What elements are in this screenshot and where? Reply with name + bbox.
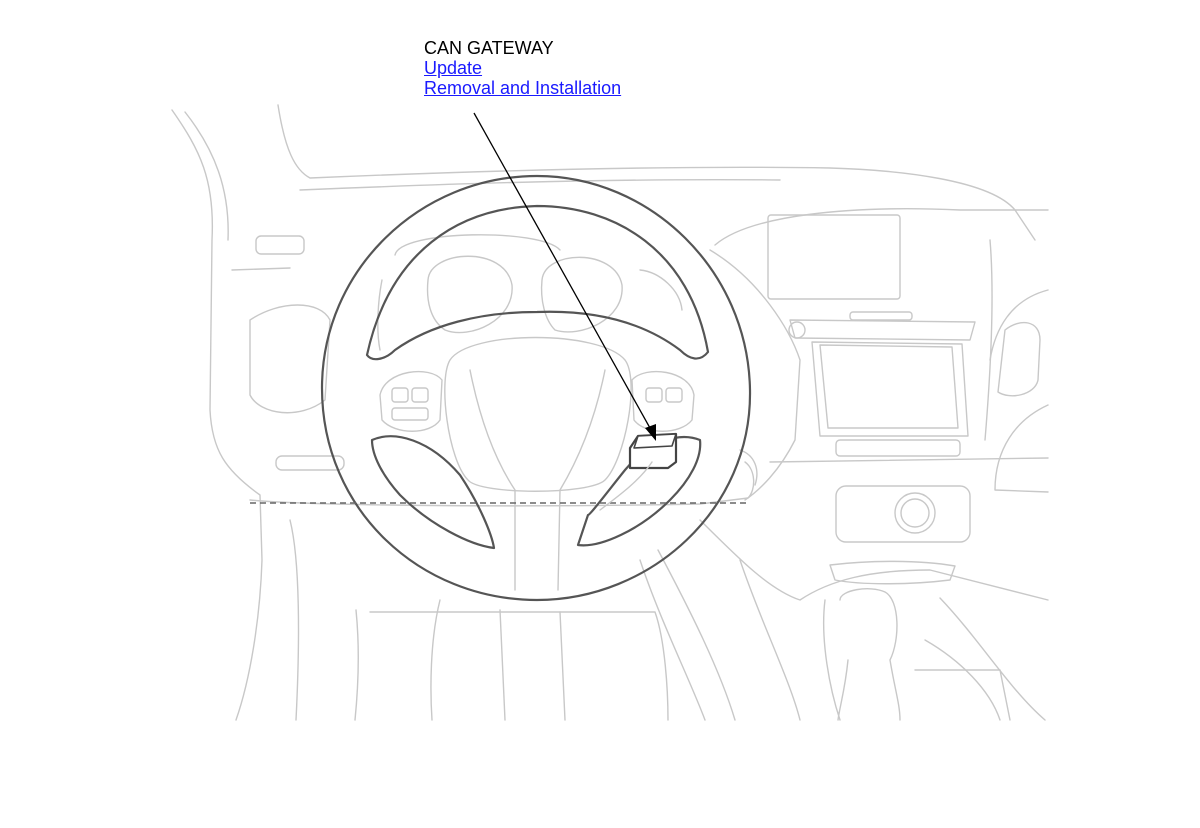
update-link[interactable]: Update [424,58,483,78]
arrowhead-icon [645,424,656,441]
steering-hub [379,336,695,591]
dashboard-outline [171,104,1049,721]
removal-and-installation-link[interactable]: Removal and Installation [424,78,622,98]
callout-leader-line [473,112,656,441]
component-title: CAN GATEWAY [424,38,554,58]
can-gateway-unit [599,432,678,511]
component-callout: CAN GATEWAY Update Removal and Installat… [424,38,621,98]
steering-wheel [320,174,752,602]
